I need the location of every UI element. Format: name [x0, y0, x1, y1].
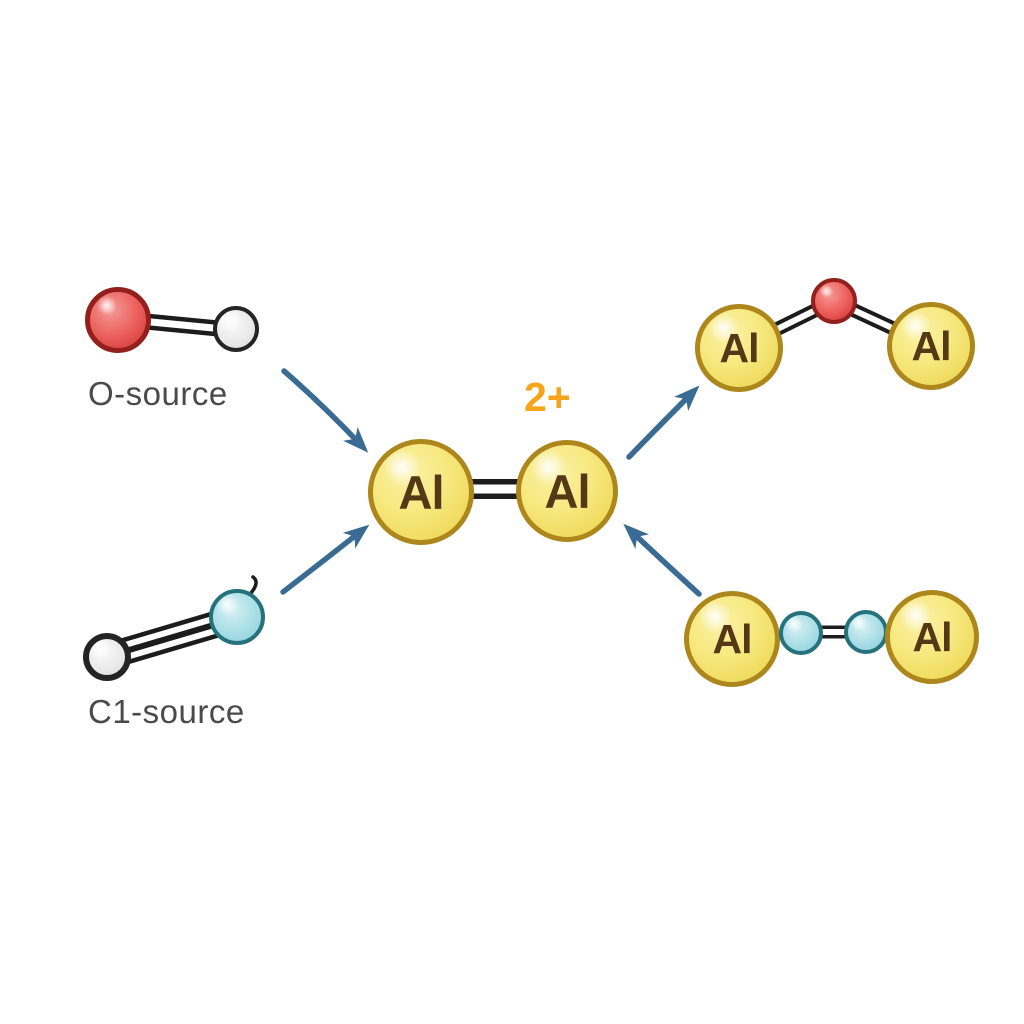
bottom-right-aluminum-left-symbol: Al — [712, 615, 753, 662]
center-aluminum-right-symbol: Al — [544, 464, 591, 518]
product-aluminum-left-symbol: Al — [719, 324, 760, 371]
arrow-bottom-right-to-center — [623, 523, 702, 597]
bottom-right-aluminum-atom-right: Al — [885, 590, 979, 684]
c1-source-label: C1-source — [88, 693, 245, 730]
product-aluminum-right-symbol: Al — [911, 322, 952, 369]
c1-source-white-atom — [83, 633, 131, 681]
product-aluminum-atom-right: Al — [887, 302, 975, 390]
center-aluminum-left-symbol: Al — [398, 465, 445, 519]
arrow-c1-source-to-center — [280, 524, 370, 595]
c1-source-atom-stem — [249, 575, 258, 595]
c1-source-carbon-atom — [209, 589, 265, 645]
bottom-right-aluminum-atom-left: Al — [684, 591, 780, 687]
o-source-oxygen-atom — [85, 287, 151, 353]
center-aluminum-atom-right: Al — [516, 440, 618, 542]
center-aluminum-atom-left: Al — [368, 439, 474, 545]
arrow-center-to-product — [626, 385, 700, 460]
arrow-o-source-to-center — [281, 368, 369, 453]
bottom-right-carbon-atom-left — [779, 611, 823, 655]
charge-label: 2+ — [524, 374, 571, 420]
o-source-label: O-source — [88, 375, 228, 412]
bottom-right-aluminum-right-symbol: Al — [912, 613, 953, 660]
bottom-right-carbon-atom-right — [844, 610, 888, 654]
product-aluminum-atom-left: Al — [695, 304, 783, 392]
o-source-white-atom — [213, 306, 259, 352]
product-oxygen-atom — [811, 278, 857, 324]
